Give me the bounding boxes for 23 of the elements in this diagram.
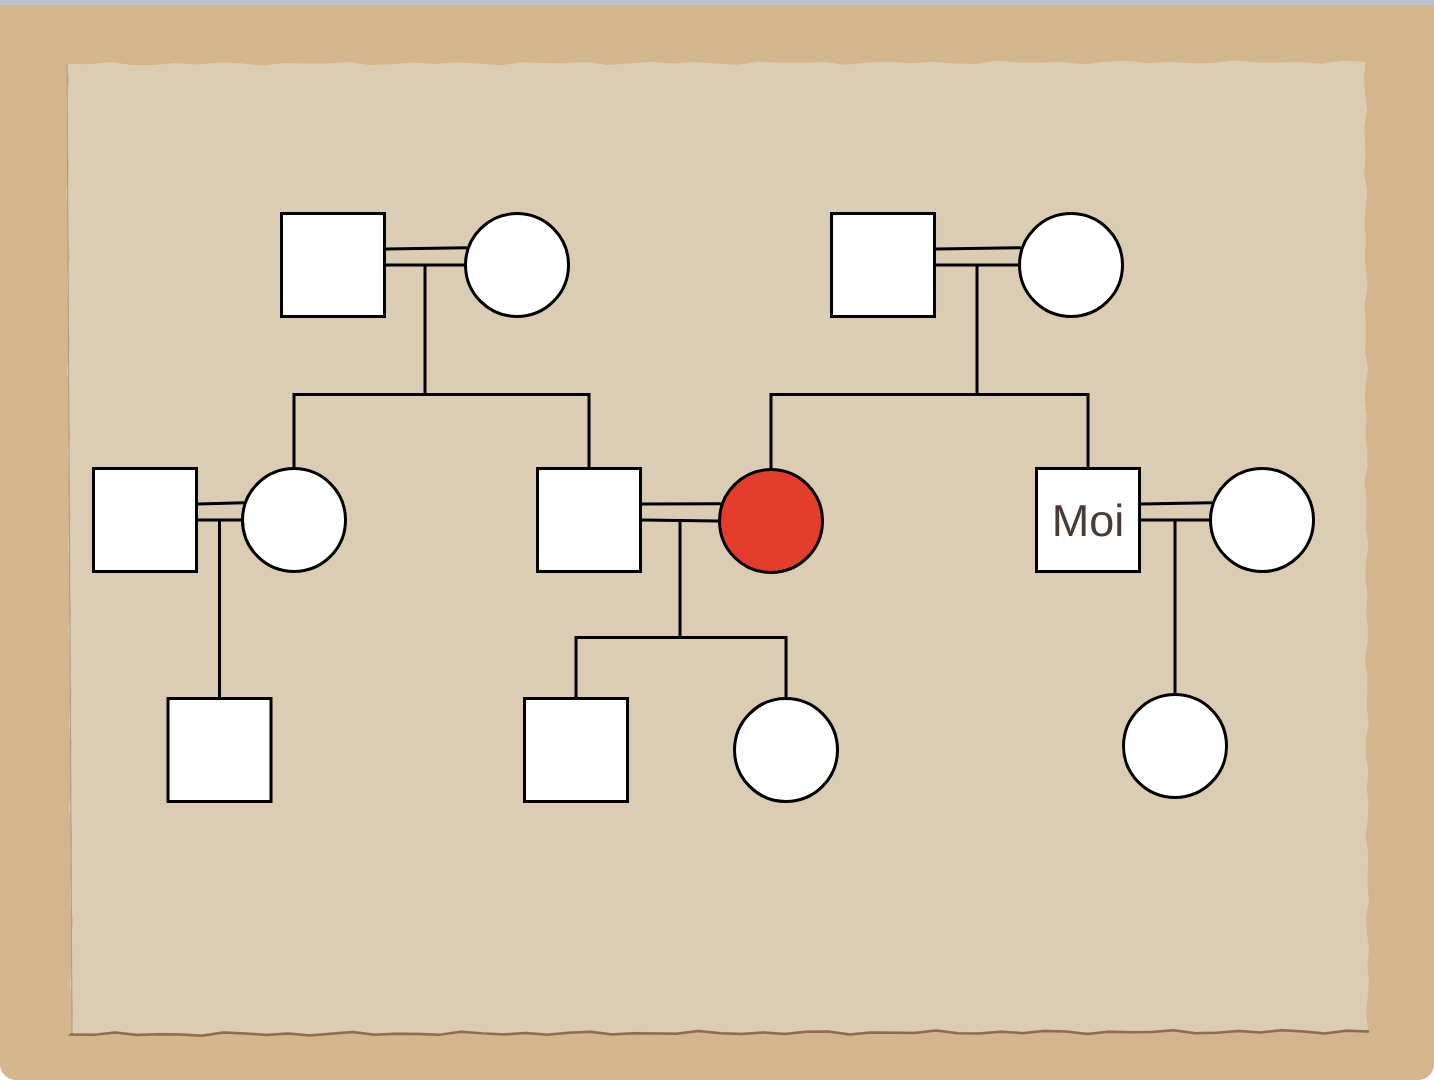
circle-symbol: [1122, 693, 1228, 799]
circle-symbol: [718, 468, 824, 574]
couple-line: [196, 501, 246, 522]
square-symbol: [536, 467, 642, 573]
couple-line: [640, 502, 723, 523]
descent-line: [769, 265, 1090, 468]
circle-symbol: [1018, 212, 1124, 318]
descent-line: [574, 520, 788, 697]
circle-symbol: [733, 697, 839, 803]
circle-symbol: [464, 212, 570, 318]
descent-line: [292, 265, 591, 467]
couple-line: [1139, 501, 1214, 522]
circle-symbol: [1209, 467, 1315, 573]
circle-symbol: [241, 467, 347, 573]
square-symbol: [92, 467, 198, 573]
square-symbol: [280, 212, 386, 318]
couple-line: [934, 246, 1023, 267]
square-symbol: [166, 697, 273, 803]
couple-line: [384, 246, 469, 267]
descent-line: [218, 520, 221, 697]
descent-line: [1173, 520, 1177, 693]
square-symbol: [523, 697, 629, 803]
square-symbol: [830, 212, 936, 318]
